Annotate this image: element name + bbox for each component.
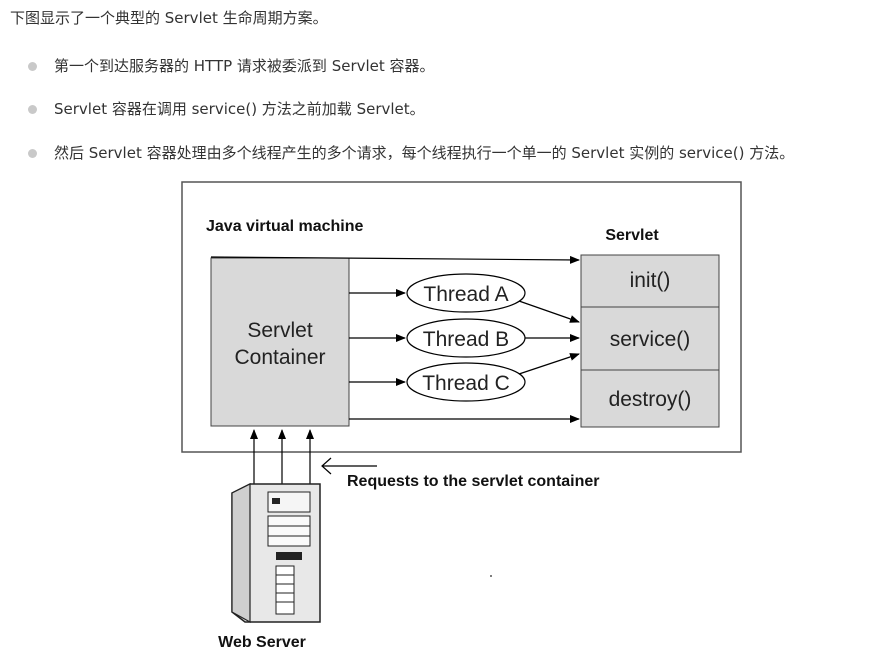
container-label-line1: Servlet (247, 319, 313, 342)
thread-a-to-service-arrow (518, 300, 580, 323)
requests-pointer-head-icon (321, 457, 332, 475)
thread-c-label: Thread C (422, 372, 510, 395)
list-item-text: Servlet 容器在调用 service() 方法之前加载 Servlet。 (54, 100, 425, 118)
jvm-label: Java virtual machine (206, 218, 364, 235)
thread-c-ellipse (406, 362, 526, 402)
init-arrow (210, 255, 580, 264)
list-item-text: 第一个到达服务器的 HTTP 请求被委派到 Servlet 容器。 (54, 57, 435, 75)
thread-b-label: Thread B (423, 328, 509, 351)
web-server-icon (231, 483, 321, 624)
destroy-method-box (580, 369, 720, 428)
bullet-dot-icon (28, 105, 37, 114)
container-label-line2: Container (234, 346, 325, 369)
list-item-text: 然后 Servlet 容器处理由多个线程产生的多个请求，每个线程执行一个单一的 … (54, 144, 795, 162)
web-server-label: Web Server (218, 634, 306, 651)
stray-dot (490, 575, 492, 577)
service-method-box (580, 306, 720, 371)
thread-a-ellipse (406, 273, 526, 313)
bullet-dot-icon (28, 62, 37, 71)
thread-c-to-service-arrow (518, 353, 580, 375)
service-method-label: service() (610, 328, 691, 351)
destroy-method-label: destroy() (609, 388, 692, 411)
init-method-box (580, 254, 720, 308)
init-method-label: init() (630, 269, 671, 292)
intro-text: 下图显示了一个典型的 Servlet 生命周期方案。 (10, 9, 328, 27)
servlet-title: Servlet (605, 227, 659, 244)
servlet-container-box (210, 257, 350, 427)
bullet-dot-icon (28, 149, 37, 158)
thread-a-label: Thread A (423, 283, 508, 306)
requests-label: Requests to the servlet container (347, 473, 600, 490)
